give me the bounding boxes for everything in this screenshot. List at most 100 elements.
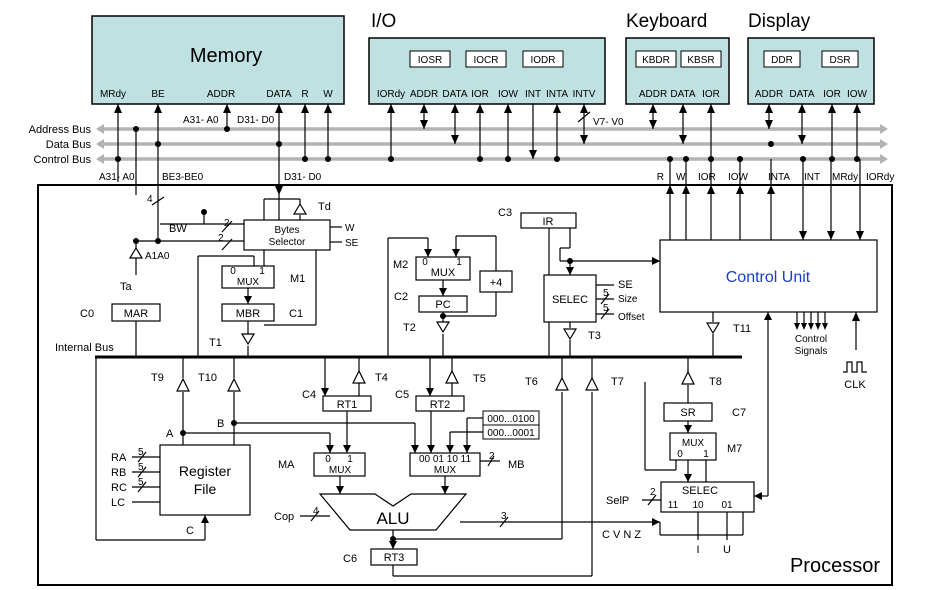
rt3-label: RT3 <box>384 552 405 564</box>
control-unit <box>659 239 878 313</box>
cu-pin-w: W <box>676 172 686 183</box>
c1-signal: C1 <box>289 308 303 320</box>
kbsr-label: KBSR <box>687 55 714 66</box>
m7-mux-in1: 1 <box>703 449 709 460</box>
register-file-wires <box>95 357 419 541</box>
rt2-register <box>415 395 465 412</box>
bytes-selector-label-1: Bytes <box>274 225 299 236</box>
ma-mux-label: MUX <box>329 465 352 476</box>
pc-label: PC <box>435 299 450 311</box>
display-pin-addr: ADDR <box>755 89 783 100</box>
constant-1-label: 000...0001 <box>487 428 535 439</box>
iosr-label: IOSR <box>418 55 442 66</box>
se-label: SE <box>618 279 633 291</box>
m2-signal: M2 <box>393 259 408 271</box>
io-pin-iow: IOW <box>498 89 519 100</box>
four-label: 4 <box>147 194 153 205</box>
t2-signal: T2 <box>403 322 416 334</box>
lc-signal: LC <box>111 497 125 509</box>
rt1-register <box>322 395 372 412</box>
mbr-register <box>221 303 275 322</box>
mb-width-label: 2 <box>489 451 495 462</box>
ddr-register <box>763 50 801 68</box>
cu-pin-inta: INTA <box>768 172 790 183</box>
memory-pin-be: BE <box>151 89 165 100</box>
clock-icon <box>843 312 867 373</box>
d31-d0-label: D31- D0 <box>284 172 322 183</box>
a1a0-label: A1A0 <box>145 251 170 262</box>
iodr-label: IODR <box>531 55 556 66</box>
t10-signal: T10 <box>198 372 217 384</box>
t9-signal: T9 <box>151 372 164 384</box>
pc-register <box>418 295 468 313</box>
t5-signal: T5 <box>473 373 486 385</box>
td-signal: Td <box>318 201 331 213</box>
m1-mux-in0: 0 <box>230 266 236 277</box>
m1-mux-label: MUX <box>237 277 260 288</box>
t3-signal: T3 <box>588 330 601 342</box>
cop-width-label: 4 <box>313 506 319 517</box>
register-file-label-2: File <box>194 481 217 497</box>
u-label: U <box>723 544 731 556</box>
ir-register <box>520 212 577 229</box>
c3-signal: C3 <box>498 207 512 219</box>
m2-mux-in0: 0 <box>422 257 428 268</box>
clk-label: CLK <box>844 379 866 391</box>
data-bus-label: Data Bus <box>46 139 92 151</box>
bytes-selector-label-2: Selector <box>269 237 306 248</box>
rt2-label: RT2 <box>430 399 451 411</box>
data-bus <box>96 139 888 149</box>
cu-pin-ior: IOR <box>698 172 716 183</box>
t7-signal: T7 <box>611 376 624 388</box>
mb-mux-label: MUX <box>434 465 457 476</box>
m7-mux-label: MUX <box>682 438 705 449</box>
status-selec <box>660 481 755 513</box>
keyboard-pin-ior: IOR <box>702 89 720 100</box>
display-block <box>747 37 875 105</box>
m1-mux-in1: 1 <box>259 266 265 277</box>
iodr-register <box>522 50 564 68</box>
se-signal: SE <box>345 238 359 249</box>
mb-signal: MB <box>508 459 525 471</box>
plus4-label: +4 <box>490 277 503 289</box>
selec-input-10: 10 <box>692 500 704 511</box>
alu-wires <box>300 357 660 577</box>
c7-signal: C7 <box>732 407 746 419</box>
bytes-selector-wires <box>197 195 342 357</box>
display-pin-data: DATA <box>789 89 815 100</box>
memory-pin-data: DATA <box>266 89 292 100</box>
register-file <box>159 444 251 516</box>
keyboard-pin-data: DATA <box>670 89 696 100</box>
pc-path <box>387 235 497 357</box>
c6-signal: C6 <box>343 553 357 565</box>
c5-signal: C5 <box>395 389 409 401</box>
t11-buffer <box>705 312 721 357</box>
m1-mux <box>221 265 275 289</box>
io-title: I/O <box>371 11 396 32</box>
display-pin-iow: IOW <box>847 89 868 100</box>
ma-signal: MA <box>278 459 295 471</box>
m7-mux <box>669 432 717 461</box>
ir-selec-label: SELEC <box>552 294 588 306</box>
selec-input-11: 11 <box>668 500 679 511</box>
size-width-label: 5 <box>603 288 609 299</box>
rb-signal: RB <box>111 467 126 479</box>
ma-mux-in1: 1 <box>347 454 353 465</box>
display-pin-ior: IOR <box>823 89 841 100</box>
flags-width-label: 3 <box>501 511 507 522</box>
m7-signal: M7 <box>727 443 742 455</box>
control-bus-label: Control Bus <box>34 154 92 166</box>
rc-signal: RC <box>111 482 127 494</box>
io-pin-ior: IOR <box>471 89 489 100</box>
ir-selec <box>543 274 597 323</box>
offset-label: Offset <box>618 312 645 323</box>
memory-title: Memory <box>190 45 262 67</box>
a31-a0-label: A31- A0 <box>99 172 135 183</box>
size-label: Size <box>618 294 638 305</box>
rt-wires <box>321 357 500 467</box>
c2-signal: C2 <box>394 291 408 303</box>
control-unit-label: Control Unit <box>726 269 811 286</box>
v7-v0-label: V7- V0 <box>593 117 624 128</box>
ir-path <box>548 228 660 357</box>
